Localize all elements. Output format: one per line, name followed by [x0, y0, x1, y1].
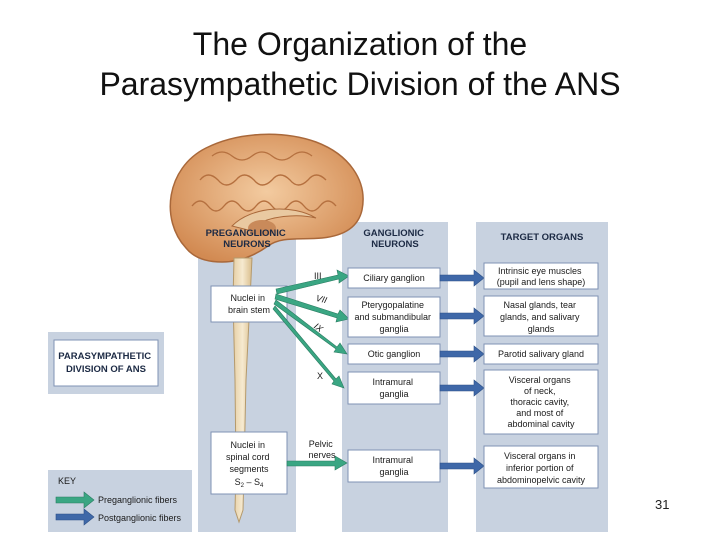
target-pelvic-line-2: inferior portion of	[506, 463, 574, 473]
target-eye-line-1: Intrinsic eye muscles	[498, 266, 582, 276]
svg-text:Intrinsic eye muscles (pup: Intrinsic eye muscles (pupil and lens sh…	[497, 266, 586, 287]
target-box-eye	[483, 262, 599, 290]
ganglion-ciliary-line-1: Ciliary ganglion	[363, 273, 425, 283]
nerve-label-VII: VII	[315, 293, 329, 305]
target-box-pelvic	[483, 445, 599, 489]
target-box-parotid	[483, 343, 599, 365]
target-thoracic-line-1: Visceral organs	[509, 375, 571, 385]
spinal-nuclei-box	[210, 431, 288, 495]
target-parotid-line-1: Parotid salivary gland	[498, 349, 584, 359]
brainstem-nuclei-line-1: Nuclei in	[230, 293, 265, 303]
preganglionic-arrow-intramural-pelvic	[286, 455, 348, 471]
target-box-thoracic	[483, 369, 599, 435]
svg-text:Nuclei in spinal cord: Nuclei in spinal cord segments	[226, 440, 272, 474]
division-label-line-1: PARASYMPATHETIC	[58, 351, 151, 362]
ganglion-pterygopalatine-line-2: and submandibular	[354, 312, 431, 322]
preganglionic-arrow-intramural-thoracic	[272, 305, 345, 389]
ganglion-box-intramural-pelvic	[347, 449, 441, 483]
ganglionic-header: GANGLIONIC NEURONS	[363, 228, 426, 250]
preganglionic-header: PREGANGLIONIC NEURONS	[206, 228, 289, 250]
preganglionic-arrow-otic	[273, 299, 348, 355]
target-nasal-line-1: Nasal glands, tear	[503, 300, 576, 310]
preganglionic-arrow-pterygopalatine	[274, 293, 350, 323]
target-nasal-line-3: glands	[528, 324, 555, 334]
ganglion-otic-line-1: Otic ganglion	[368, 349, 421, 359]
division-label-line-2: DIVISION OF ANS	[66, 364, 146, 375]
svg-text:Nasal glands, tear glands,: Nasal glands, tear glands, and salivary …	[500, 300, 582, 334]
title-line-2: Parasympathetic Division of the ANS	[99, 66, 621, 102]
ganglion-box-intramural-thoracic	[347, 371, 441, 405]
target-organs-header: TARGET ORGANS	[501, 232, 584, 243]
svg-text:Otic ganglion: Otic ganglion	[368, 349, 421, 359]
spinal-segment-range: S2 – S4	[235, 477, 264, 489]
target-nasal-line-2: glands, and salivary	[500, 312, 580, 322]
svg-text:Visceral organs of neck,: Visceral organs of neck, thoracic cavity…	[507, 375, 575, 429]
ganglion-intramural-1-line-1: Intramural	[372, 377, 413, 387]
key-preganglionic-arrow	[55, 491, 95, 509]
target-box-nasal	[483, 295, 599, 337]
spinal-nuclei-line-1: Nuclei in	[230, 440, 265, 450]
svg-text:Pterygopalatine and subman: Pterygopalatine and submandibular gangli…	[354, 300, 433, 334]
target-eye-line-2: (pupil and lens shape)	[497, 277, 586, 287]
ganglion-intramural-2-line-1: Intramural	[372, 455, 413, 465]
target-thoracic-line-3: thoracic cavity,	[510, 397, 569, 407]
key-title: KEY	[58, 476, 76, 486]
postganglionic-arrow-nasal	[439, 307, 485, 325]
target-thoracic-line-2: of neck,	[524, 386, 556, 396]
ganglion-box-pterygopalatine	[347, 296, 441, 338]
postganglionic-arrow-eye	[439, 269, 485, 287]
postganglionic-arrow-pelvic	[439, 457, 485, 475]
target-thoracic-line-5: abdominal cavity	[507, 419, 575, 429]
svg-text:Nuclei in brain stem: Nuclei in brain stem	[228, 293, 270, 315]
svg-text:PARASYMPATHETIC DIVISION O: PARASYMPATHETIC DIVISION OF ANS	[58, 351, 154, 375]
pelvic-nerves-label: Pelvic nerves	[308, 439, 336, 460]
target-pelvic-line-3: abdominopelvic cavity	[497, 475, 586, 485]
svg-text:Visceral organs in inferio: Visceral organs in inferior portion of a…	[497, 451, 586, 485]
preganglionic-arrow-ciliary	[275, 269, 350, 295]
ganglion-intramural-2-line-2: ganglia	[379, 467, 408, 477]
svg-text:Ciliary ganglion: Ciliary ganglion	[363, 273, 425, 283]
target-thoracic-line-4: and most of	[516, 408, 564, 418]
legend-key: KEY Preganglionic fibers Postganglionic …	[48, 470, 192, 532]
postganglionic-arrow-thoracic	[439, 379, 485, 397]
postganglionic-arrow-parotid	[439, 345, 485, 363]
svg-text:Parotid salivary gland: Parotid salivary gland	[498, 349, 584, 359]
ganglion-pterygopalatine-line-3: ganglia	[379, 324, 408, 334]
key-preganglionic-label: Preganglionic fibers	[98, 495, 178, 505]
key-postganglionic-arrow	[55, 508, 95, 526]
ganglion-pterygopalatine-line-1: Pterygopalatine	[361, 300, 424, 310]
nerve-label-III: III	[314, 271, 322, 281]
key-postganglionic-label: Postganglionic fibers	[98, 513, 182, 523]
page-number: 31	[655, 497, 670, 512]
slide-title: The Organization of the Parasympathetic …	[0, 24, 720, 104]
spinal-nuclei-line-3: segments	[229, 464, 269, 474]
svg-text:Intramural ganglia: Intramural ganglia	[372, 455, 415, 477]
title-line-1: The Organization of the	[192, 26, 528, 62]
nerve-label-X: X	[317, 371, 323, 381]
spinal-nuclei-line-2: spinal cord	[226, 452, 270, 462]
ganglion-intramural-1-line-2: ganglia	[379, 389, 408, 399]
target-pelvic-line-1: Visceral organs in	[504, 451, 575, 461]
svg-text:Intramural ganglia: Intramural ganglia	[372, 377, 415, 399]
brainstem-nuclei-line-2: brain stem	[228, 305, 270, 315]
